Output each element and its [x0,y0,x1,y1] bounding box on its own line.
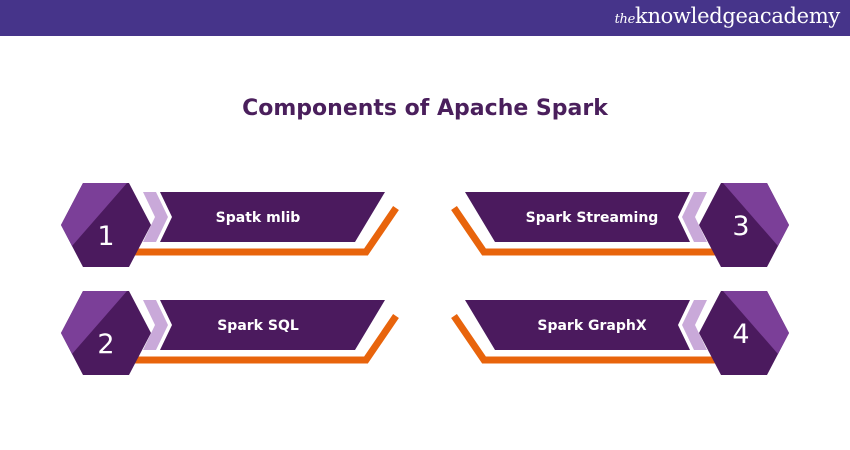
component-number-4: 4 [732,319,749,350]
component-label-2: Spark SQL [217,318,299,334]
component-number-1: 1 [97,221,114,252]
component-label-4: Spark GraphX [537,318,646,334]
component-label-1: Spatk mlib [216,210,301,226]
page-title: Components of Apache Spark [242,96,608,121]
component-number-2: 2 [97,329,114,360]
logo: theknowledgeacademy [614,4,841,28]
component-label-3: Spark Streaming [526,210,659,226]
header-bar: theknowledgeacademy [0,0,850,36]
component-number-3: 3 [732,211,749,242]
